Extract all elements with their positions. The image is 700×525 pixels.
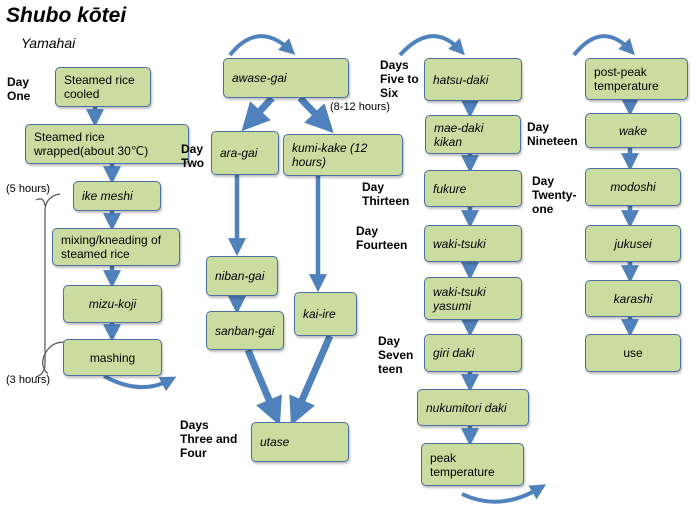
box-utase: utase [251, 422, 349, 462]
label-day-seventeen: Day Seven teen [378, 334, 414, 376]
box-modoshi: modoshi [585, 168, 681, 206]
arrow-kaiire-to-utase [289, 334, 334, 426]
box-label: giri daki [433, 346, 475, 360]
label-days-three-four: Days Three and Four [180, 418, 238, 460]
box-label: kai-ire [303, 307, 336, 321]
box-niban-gai: niban-gai [206, 256, 278, 296]
box-label: use [623, 346, 643, 360]
box-label: modoshi [610, 180, 656, 194]
box-label: jukusei [614, 236, 652, 251]
box-label: wake [618, 123, 647, 138]
box-mashing: mashing [63, 339, 162, 376]
box-label: post-peak temperature [594, 65, 659, 93]
box-label: waki-tsuki [433, 236, 486, 251]
label-day-two: Day Two [181, 142, 205, 170]
box-steamed-rice-cooled: Steamed rice cooled [55, 67, 151, 107]
box-steamed-rice-wrapped: Steamed rice wrapped(about 30℃) [25, 124, 189, 164]
label-day-one: Day One [7, 75, 31, 103]
box-kumi-kake: kumi-kake (12 hours) [283, 134, 403, 176]
box-label: mizu-koji [88, 297, 137, 311]
box-label: niban-gai [215, 269, 265, 283]
box-peak-temperature: peak temperature [421, 443, 524, 486]
box-label: mashing [89, 350, 136, 365]
arrow-mashing-curve [103, 374, 177, 392]
box-label: waki-tsuki yasumi [433, 284, 486, 313]
box-ike-meshi: ike meshi [73, 181, 161, 211]
bracket-5-hours [35, 193, 61, 378]
box-post-peak-temperature: post-peak temperature [585, 58, 688, 100]
box-label: sanban-gai [215, 323, 275, 338]
arrow-top-curve-col2 [228, 34, 296, 57]
box-kai-ire: kai-ire [294, 292, 357, 336]
box-karashi: karashi [585, 280, 681, 317]
label-day-nineteen: Day Nineteen [527, 120, 578, 148]
box-label: mixing/kneading of steamed rice [61, 233, 162, 261]
arrow-awase-to-kumikake [297, 95, 334, 134]
box-label: utase [260, 435, 290, 449]
label-day-thirteen: Day Thirteen [362, 180, 410, 208]
arrow-sanbangai-to-utase [244, 348, 282, 426]
box-label: nukumitori daki [426, 400, 507, 415]
label-days-five-six: Days Five to Six [380, 58, 419, 100]
arrow-top-curve-col3 [398, 34, 465, 57]
diagram-subtitle: Yamahai [21, 35, 76, 51]
label-day-twenty-one: Day Twenty- one [532, 174, 577, 216]
note-five-hours: (5 hours) [6, 183, 51, 195]
bracket-tick [35, 198, 46, 207]
box-ara-gai: ara-gai [211, 131, 279, 175]
box-label: Steamed rice wrapped(about 30℃) [34, 130, 149, 158]
diagram-title: Shubo kōtei [6, 4, 127, 27]
box-giri-daki: giri daki [424, 334, 522, 372]
note-three-hours: (3 hours) [6, 374, 51, 386]
label-day-fourteen: Day Fourteen [356, 224, 408, 252]
box-label: awase-gai [232, 71, 287, 85]
box-waki-tsuki: waki-tsuki [424, 225, 522, 262]
box-nukumitori-daki: nukumitori daki [417, 389, 529, 426]
box-label: kumi-kake (12 hours) [292, 141, 368, 169]
note-eight-twelve-hours: (8-12 hours) [330, 101, 390, 113]
box-use: use [585, 334, 681, 372]
box-mizu-koji: mizu-koji [63, 285, 162, 323]
box-sanban-gai: sanban-gai [206, 311, 284, 350]
box-wake: wake [585, 113, 681, 148]
box-waki-tsuki-yasumi: waki-tsuki yasumi [424, 277, 522, 320]
box-label: karashi [613, 291, 653, 306]
arrow-top-curve-col4 [572, 34, 635, 57]
box-hatsu-daki: hatsu-daki [424, 58, 522, 101]
box-awase-gai: awase-gai [223, 58, 349, 98]
box-jukusei: jukusei [585, 225, 681, 262]
box-label: ike meshi [82, 189, 133, 203]
box-label: ara-gai [220, 146, 258, 160]
box-label: mae-daki kikan [434, 120, 484, 149]
box-label: Steamed rice cooled [64, 73, 135, 101]
box-label: fukure [433, 181, 467, 196]
box-mae-daki-kikan: mae-daki kikan [425, 115, 521, 154]
bracket-3-hours [42, 341, 65, 375]
box-fukure: fukure [424, 170, 522, 207]
arrow-awase-to-aragai [241, 95, 275, 132]
box-mixing-kneading: mixing/kneading of steamed rice [52, 228, 180, 266]
arrow-peak-curve [461, 484, 547, 504]
box-label: hatsu-daki [433, 72, 489, 87]
box-label: peak temperature [430, 450, 495, 479]
